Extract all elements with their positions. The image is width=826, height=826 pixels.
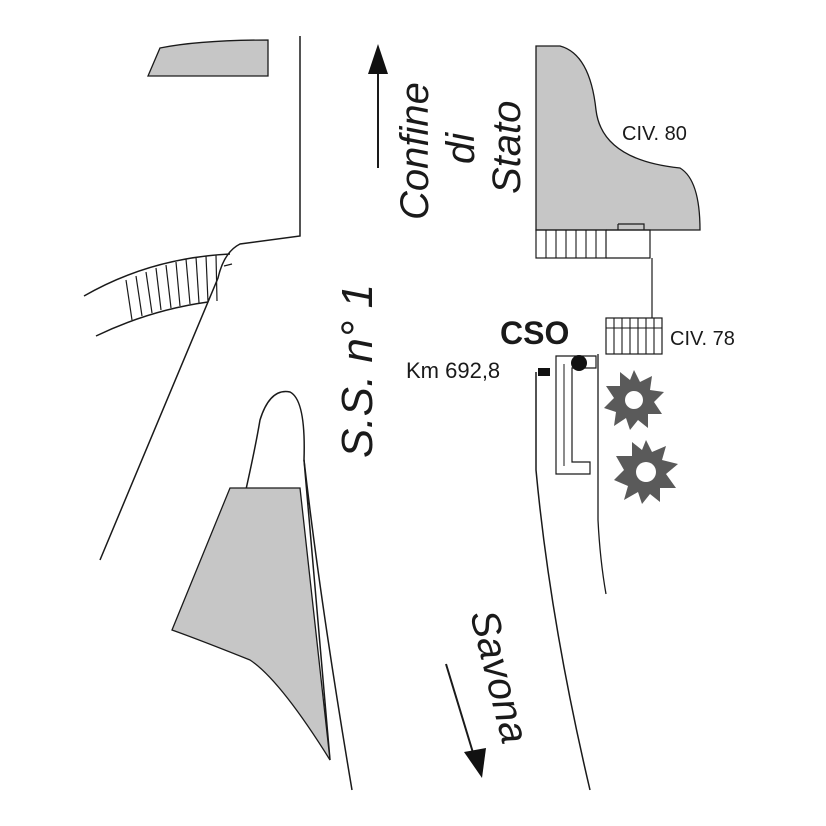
road-name-label: S.S. n° 1: [333, 284, 382, 458]
north-direction-label-line3: Stato: [485, 101, 529, 194]
south-direction-label: Savona: [461, 606, 537, 748]
stairs-left: [125, 254, 233, 321]
kilometer-marker: [538, 368, 550, 376]
sidewalk-edge-right: [597, 354, 607, 595]
stairs-civ-78-steps: [606, 318, 662, 354]
tree-icon-2: [614, 440, 678, 504]
road-edge-left-lower: [303, 459, 353, 791]
road-edge-left-upper: [99, 36, 301, 561]
arrow-up-icon: [368, 44, 388, 74]
arrow-down-shaft: [445, 663, 475, 757]
stairs-civ-80-frame: [535, 229, 607, 259]
stairs-civ-80-steps: [545, 230, 597, 258]
kilometer-label: Km 692,8: [406, 358, 500, 383]
civic-78-label: CIV. 78: [670, 328, 735, 350]
grey-area-lower-left: [171, 487, 331, 761]
side-road-inner-edge: [95, 301, 209, 337]
side-road-outer-edge: [83, 253, 231, 297]
north-direction-label-line2: di: [439, 132, 483, 164]
building-top-left: [147, 39, 269, 77]
roadside-structure: [555, 355, 597, 475]
north-direction-label-line1: Confine: [393, 82, 437, 220]
road-edge-right: [535, 372, 591, 791]
arrow-down-icon: [464, 748, 486, 778]
building-civ-80: [535, 45, 701, 231]
civic-80-label: CIV. 80: [622, 123, 687, 145]
cso-marker-dot[interactable]: [571, 355, 587, 371]
entrance-civ-80: [606, 223, 651, 259]
stairs-civ-78-frame: [605, 317, 663, 355]
cso-label: CSO: [500, 315, 569, 351]
tree-icon: [604, 370, 664, 430]
